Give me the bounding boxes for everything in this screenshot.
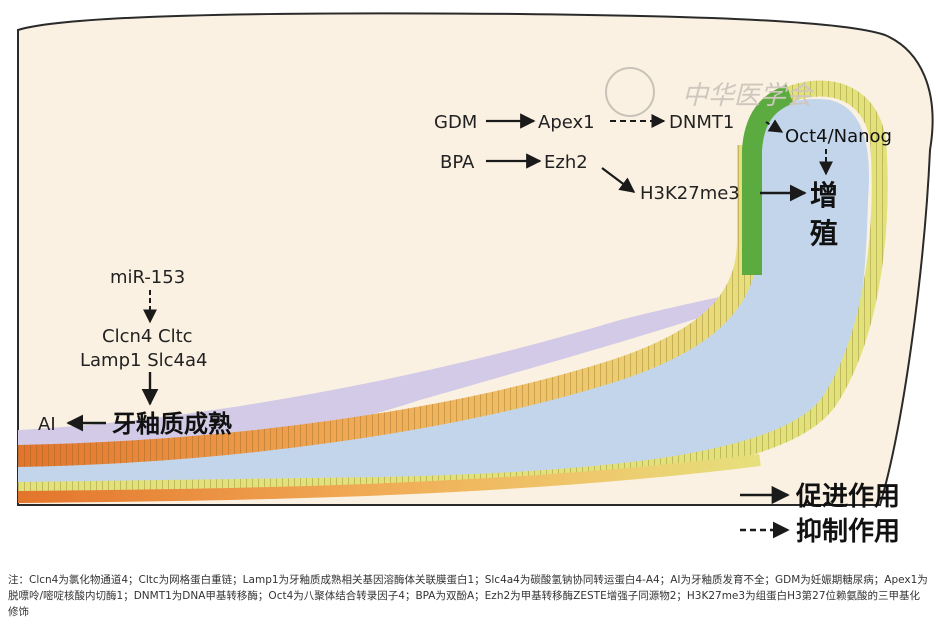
legend: 促进作用 抑制作用 bbox=[740, 482, 900, 547]
dnmt1-label: DNMT1 bbox=[669, 112, 734, 133]
watermark-seal bbox=[605, 67, 655, 117]
green-cell-segment bbox=[742, 84, 794, 275]
proliferation-label-line2: 殖 bbox=[810, 217, 838, 250]
footnote: 注：Clcn4为氯化物通道4；Cltc为网格蛋白重链；Lamp1为牙釉质成熟相关… bbox=[8, 574, 928, 618]
ai-label: AI bbox=[38, 414, 56, 435]
enamel-maturation-label: 牙釉质成熟 bbox=[112, 410, 232, 438]
mir153-label: miR-153 bbox=[110, 267, 185, 288]
enamel-band bbox=[18, 290, 750, 460]
legend-promote-label: 促进作用 bbox=[795, 482, 900, 512]
genes-label-line1: Clcn4 Cltc bbox=[102, 326, 193, 347]
ezh2-to-h3k27me3-arrow bbox=[601, 167, 636, 193]
bottom-cell-layer bbox=[17, 454, 761, 503]
bpa-label: BPA bbox=[440, 152, 475, 173]
gdm-label: GDM bbox=[434, 112, 477, 133]
apex1-label: Apex1 bbox=[538, 112, 595, 133]
h3k27me3-label: H3K27me3 bbox=[640, 183, 740, 204]
ezh2-label: Ezh2 bbox=[544, 152, 588, 173]
proliferation-label-line1: 增 bbox=[810, 179, 838, 212]
oct4-nanog-label: Oct4/Nanog bbox=[785, 126, 892, 147]
papilla-band bbox=[18, 99, 870, 491]
legend-inhibit-label: 抑制作用 bbox=[796, 517, 900, 547]
genes-label-line2: Lamp1 Slc4a4 bbox=[80, 350, 207, 371]
tooth-germ-diagram: 中华医学会 GDM Apex1 DNMT1 Oct4/Nanog BPA Ezh… bbox=[17, 12, 934, 547]
watermark-text: 中华医学会 bbox=[682, 81, 815, 111]
dnmt1-to-oct4-arrow bbox=[765, 119, 784, 133]
